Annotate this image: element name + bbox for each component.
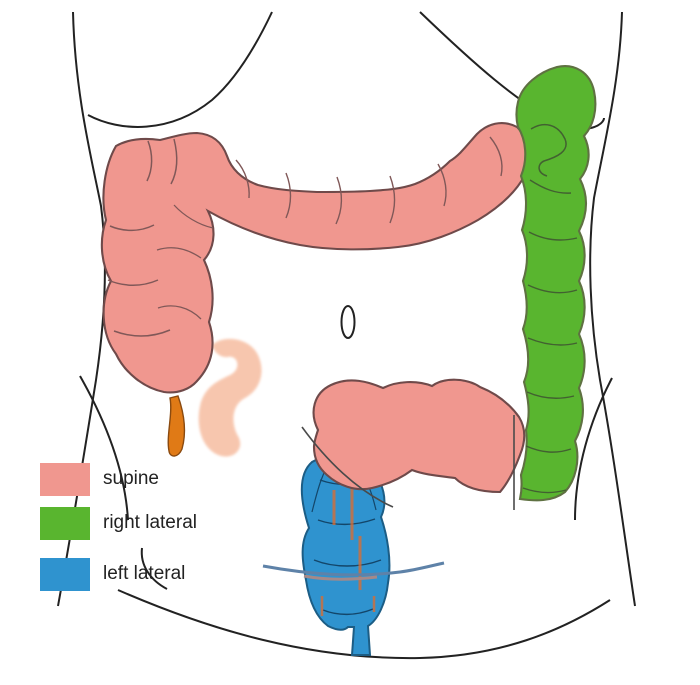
right-lateral-swatch	[40, 507, 90, 540]
legend-item-left-lateral: left lateral	[40, 557, 260, 591]
supine-swatch	[40, 463, 90, 496]
right-lateral-label: right lateral	[103, 512, 197, 534]
supine-label: supine	[103, 468, 159, 490]
supine-colon	[102, 123, 528, 392]
left-lateral-swatch	[40, 558, 90, 591]
left-lateral-label: left lateral	[103, 563, 185, 585]
legend-item-right-lateral: right lateral	[40, 506, 260, 540]
right-lateral-colon	[517, 66, 596, 500]
legend-item-supine: supine	[40, 462, 260, 496]
appendix	[168, 396, 184, 456]
